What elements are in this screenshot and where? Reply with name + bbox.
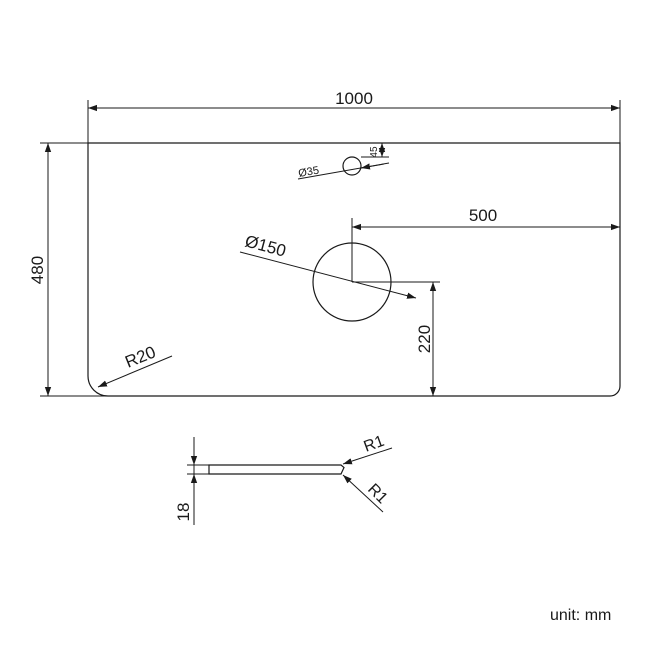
corner-radius-label: R20 — [122, 342, 158, 371]
depth-dimension-label: 480 — [28, 256, 47, 284]
tap-hole-arrow — [360, 163, 385, 170]
basin-diameter-label: Ø150 — [243, 232, 288, 261]
tap-hole-diameter-label: Ø35 — [297, 165, 320, 180]
basin-front-dimension-label: 220 — [415, 325, 434, 353]
width-dimension-label: 1000 — [335, 89, 373, 108]
edge-radius-top-leader — [342, 447, 393, 465]
corner-radius-leader — [97, 355, 173, 388]
basin-diameter-leader — [239, 251, 417, 299]
tap-offset-label: 45 — [369, 146, 380, 158]
edge-radius-top-label: R1 — [362, 433, 387, 456]
unit-label: unit: mm — [550, 607, 612, 624]
tap-hole — [342, 156, 362, 176]
basin-right-dimension-label: 500 — [469, 206, 497, 225]
section-profile — [208, 464, 345, 475]
edge-radius-bottom-leader — [342, 474, 384, 513]
edge-radius-bottom-label: R1 — [364, 481, 391, 508]
thickness-label: 18 — [174, 503, 193, 522]
